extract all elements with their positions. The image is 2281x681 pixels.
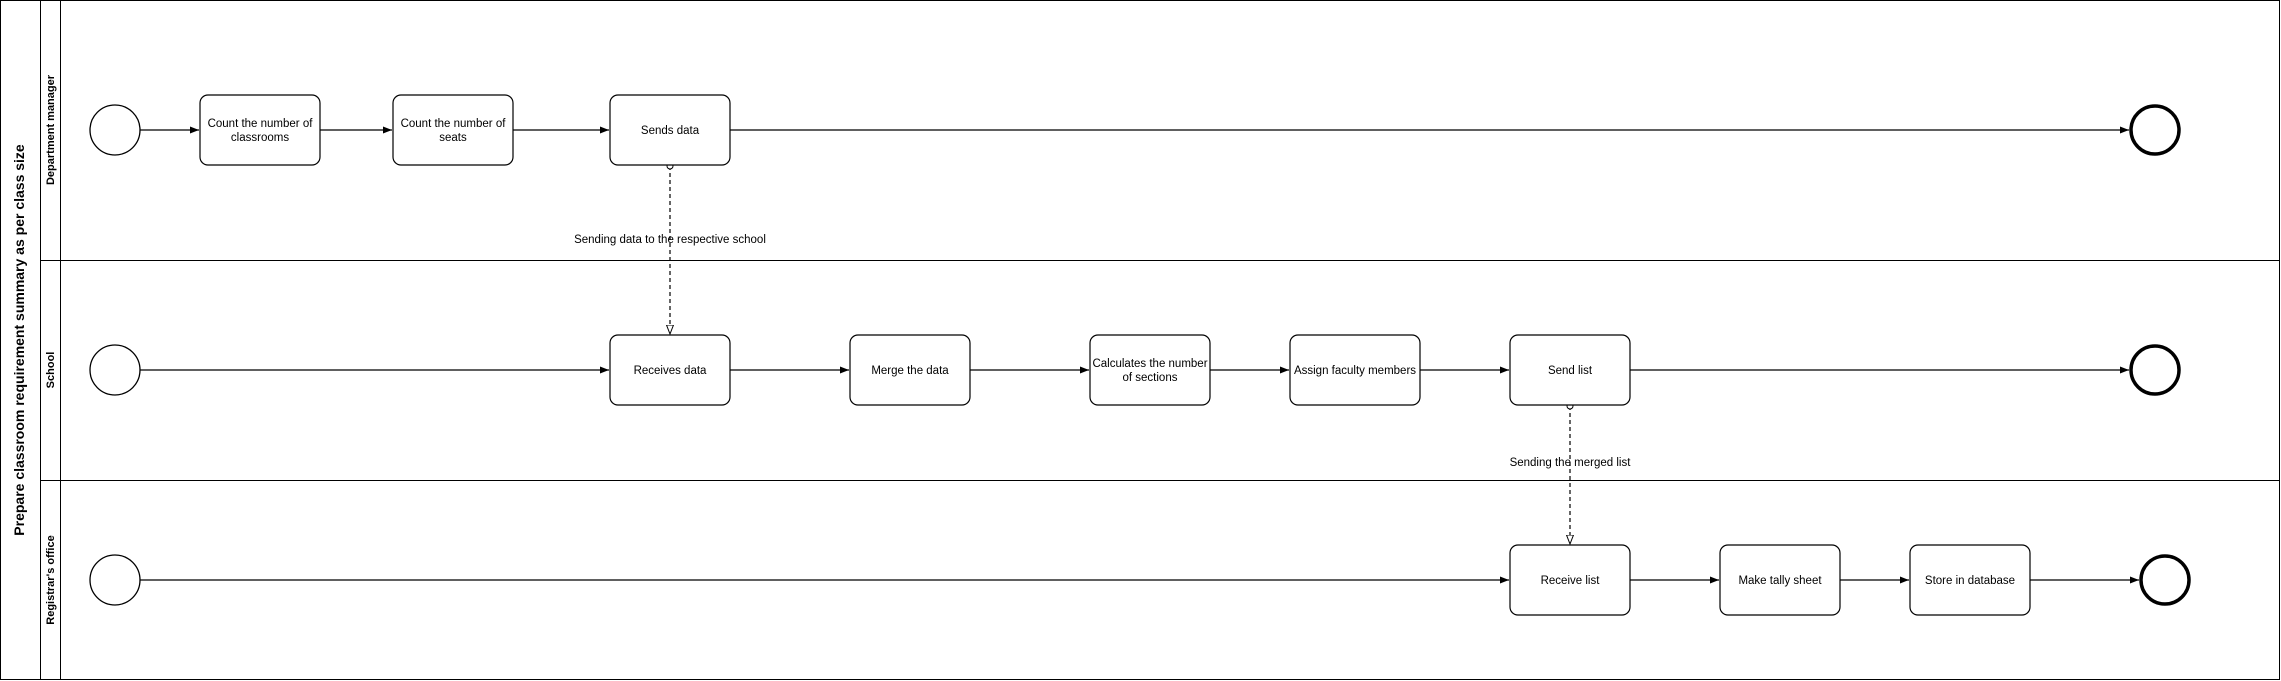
- task-box: [1719, 544, 1841, 616]
- task-label-line-2: of sections: [1123, 372, 1178, 384]
- task-box: [609, 334, 731, 406]
- pool-title: Prepare classroom requirement summary as…: [11, 144, 27, 536]
- task-box: [849, 334, 971, 406]
- task-label: Receive list: [1541, 575, 1601, 587]
- end-event-registrar[interactable]: [2139, 554, 2191, 606]
- message-label-to-school: Sending data to the respective school: [574, 234, 766, 246]
- task-assign-faculty[interactable]: Assign faculty members: [1289, 334, 1421, 406]
- start-event-registrar[interactable]: [89, 554, 141, 606]
- task-box: [392, 94, 514, 166]
- task-label-line-1: Count the number of: [401, 118, 507, 130]
- task-box: [1289, 334, 1421, 406]
- task-receive-list[interactable]: Receive list: [1509, 544, 1631, 616]
- task-label: Store in database: [1925, 575, 2015, 587]
- task-box: [1509, 544, 1631, 616]
- lane-title-registrars-office: Registrar's office: [45, 535, 57, 624]
- task-label-line-1: Calculates the number: [1092, 358, 1207, 370]
- task-box: [1509, 334, 1631, 406]
- task-calculate-sections[interactable]: Calculates the number of sections: [1089, 334, 1211, 406]
- task-receives-data[interactable]: Receives data: [609, 334, 731, 406]
- task-sends-data[interactable]: Sends data: [609, 94, 731, 166]
- task-box: [1089, 334, 1211, 406]
- task-label: Assign faculty members: [1294, 365, 1416, 377]
- task-label-line-2: classrooms: [231, 132, 289, 144]
- start-event-department[interactable]: [89, 104, 141, 156]
- task-count-seats[interactable]: Count the number of seats: [392, 94, 514, 166]
- task-count-classrooms[interactable]: Count the number of classrooms: [199, 94, 321, 166]
- lane-title-school: School: [45, 352, 57, 389]
- task-label-line-1: Count the number of: [208, 118, 314, 130]
- end-event-department[interactable]: [2129, 104, 2181, 156]
- task-label: Merge the data: [871, 365, 949, 377]
- task-box: [609, 94, 731, 166]
- task-label: Sends data: [641, 125, 700, 137]
- task-store-in-database[interactable]: Store in database: [1909, 544, 2031, 616]
- start-event-school[interactable]: [89, 344, 141, 396]
- task-box: [199, 94, 321, 166]
- task-label: Send list: [1548, 365, 1593, 377]
- task-box: [1909, 544, 2031, 616]
- message-label-merged-list: Sending the merged list: [1510, 457, 1632, 469]
- task-send-list[interactable]: Send list: [1509, 334, 1631, 406]
- task-merge-data[interactable]: Merge the data: [849, 334, 971, 406]
- task-label: Receives data: [634, 365, 707, 377]
- task-label: Make tally sheet: [1738, 575, 1822, 587]
- sequence-flows: [140, 126, 2139, 584]
- task-make-tally-sheet[interactable]: Make tally sheet: [1719, 544, 1841, 616]
- task-label-line-2: seats: [439, 132, 467, 144]
- lane-title-department-manager: Department manager: [45, 74, 57, 185]
- message-flows: Sending data to the respective school Se…: [574, 166, 1631, 544]
- end-event-school[interactable]: [2129, 344, 2181, 396]
